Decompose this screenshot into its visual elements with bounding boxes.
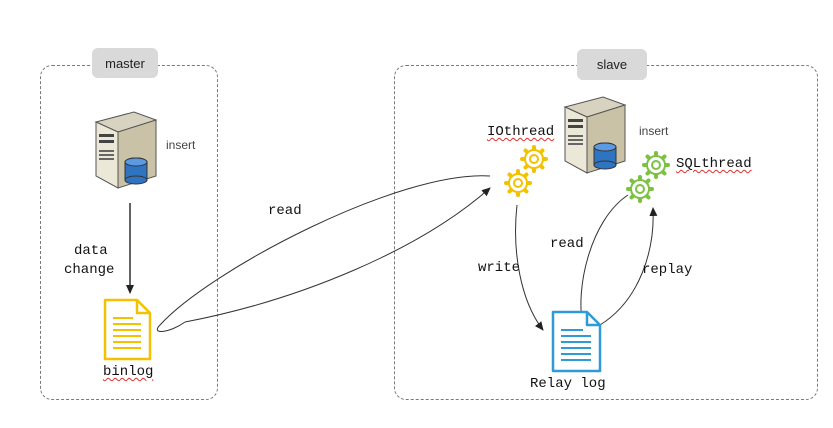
master-server-icon xyxy=(94,111,158,189)
replay-label: replay xyxy=(642,262,693,278)
replay-arrow xyxy=(599,207,658,326)
sql-thread-gear-icon xyxy=(626,151,670,203)
write-label: write xyxy=(478,260,521,276)
relay-log-file-icon xyxy=(551,310,602,373)
sql-read-arrow xyxy=(577,194,629,326)
cross-read-label: read xyxy=(268,203,302,219)
cross-read-arrow xyxy=(184,187,491,323)
data-change-label-line2: change xyxy=(64,262,115,278)
binlog-label: binlog xyxy=(103,364,154,380)
sql-read-label: read xyxy=(550,236,584,252)
slave-server-icon xyxy=(563,96,627,174)
binlog-file-icon xyxy=(103,298,152,361)
slave-server-label: insert xyxy=(639,124,669,138)
write-arrow xyxy=(515,204,544,331)
io-thread-label: IOthread xyxy=(487,124,555,140)
master-tag: master xyxy=(92,48,158,78)
cross-read-return xyxy=(157,175,491,332)
master-server-label: insert xyxy=(166,138,196,152)
data-change-label-line1: data xyxy=(74,243,108,259)
relay-log-label: Relay log xyxy=(530,376,606,392)
slave-tag: slave xyxy=(577,49,647,80)
sql-thread-label: SQLthread xyxy=(676,156,752,172)
io-thread-gear-icon xyxy=(504,145,548,197)
